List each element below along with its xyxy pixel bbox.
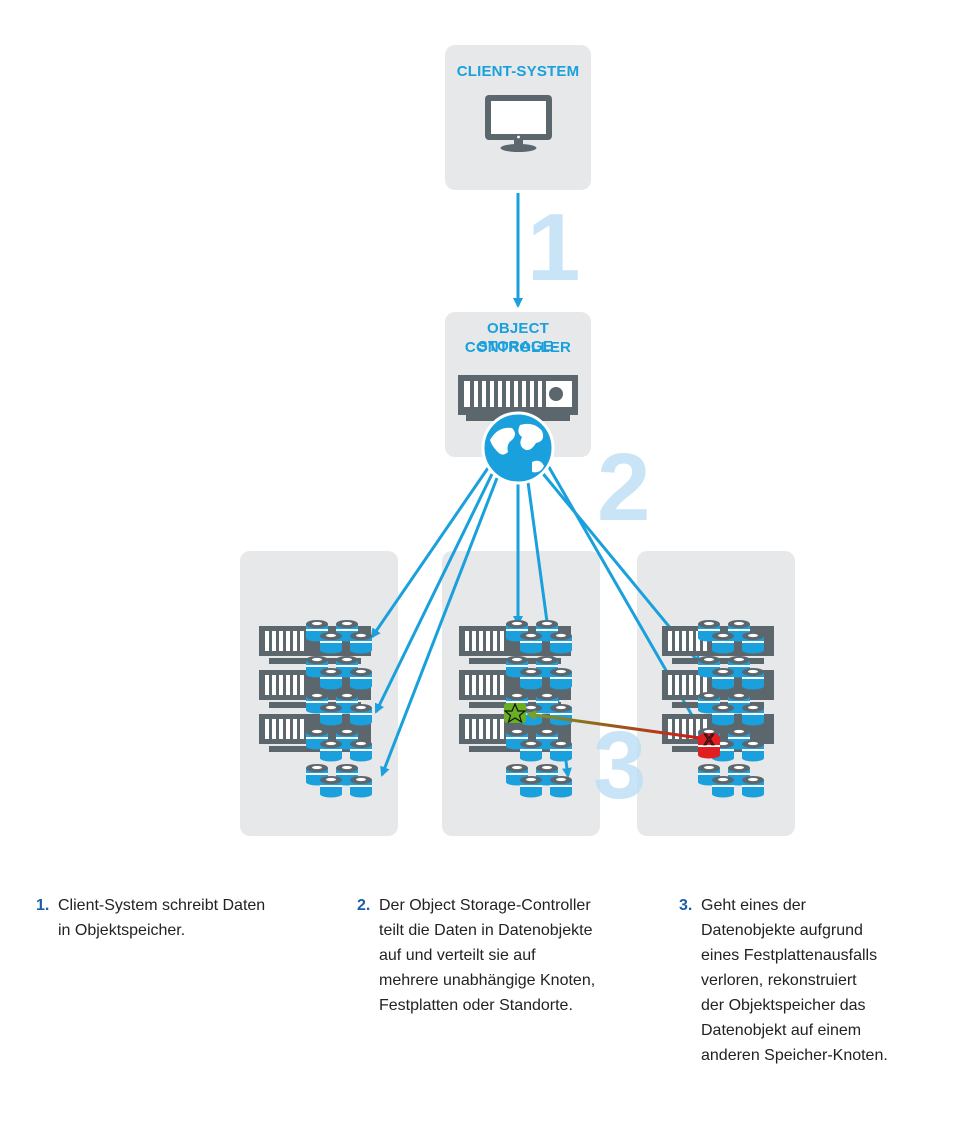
- svg-text:X: X: [704, 732, 715, 749]
- failure-x-icon: X: [698, 732, 720, 759]
- client-system-box: CLIENT-SYSTEM: [445, 45, 591, 190]
- step-2-number: 2.: [357, 897, 371, 914]
- monitor-icon: [485, 95, 552, 152]
- step-2-description: 2. Der Object Storage-Controller teilt d…: [357, 893, 657, 1018]
- server-rack-icon-node-3: [662, 620, 774, 798]
- step-1-description: 1. Client-System schreibt Daten in Objek…: [36, 893, 326, 943]
- globe-icon: [481, 411, 555, 485]
- server-rack-icon-node-1: [259, 620, 372, 798]
- step-marker-3: 3: [593, 712, 647, 819]
- step-3-text: Geht eines der Datenobjekte aufgrund ein…: [701, 897, 888, 1064]
- step-1-number: 1.: [36, 897, 50, 914]
- step-2-text: Der Object Storage-Controller teilt die …: [379, 897, 596, 1014]
- step-3-number: 3.: [679, 897, 693, 914]
- star-icon: [503, 702, 527, 724]
- controller-title-line2: CONTROLLER: [464, 339, 572, 356]
- step-marker-2: 2: [597, 434, 651, 541]
- step-marker-1: 1: [527, 194, 581, 301]
- step-1-text: Client-System schreibt Daten in Objektsp…: [58, 897, 266, 939]
- server-icon: [458, 375, 578, 421]
- client-system-title: CLIENT-SYSTEM: [456, 63, 580, 80]
- recovery-arrow: [526, 710, 701, 740]
- controller-title-line1: OBJECT STORAGE-: [477, 320, 559, 355]
- step-3-description: 3. Geht eines der Datenobjekte aufgrund …: [679, 893, 959, 1068]
